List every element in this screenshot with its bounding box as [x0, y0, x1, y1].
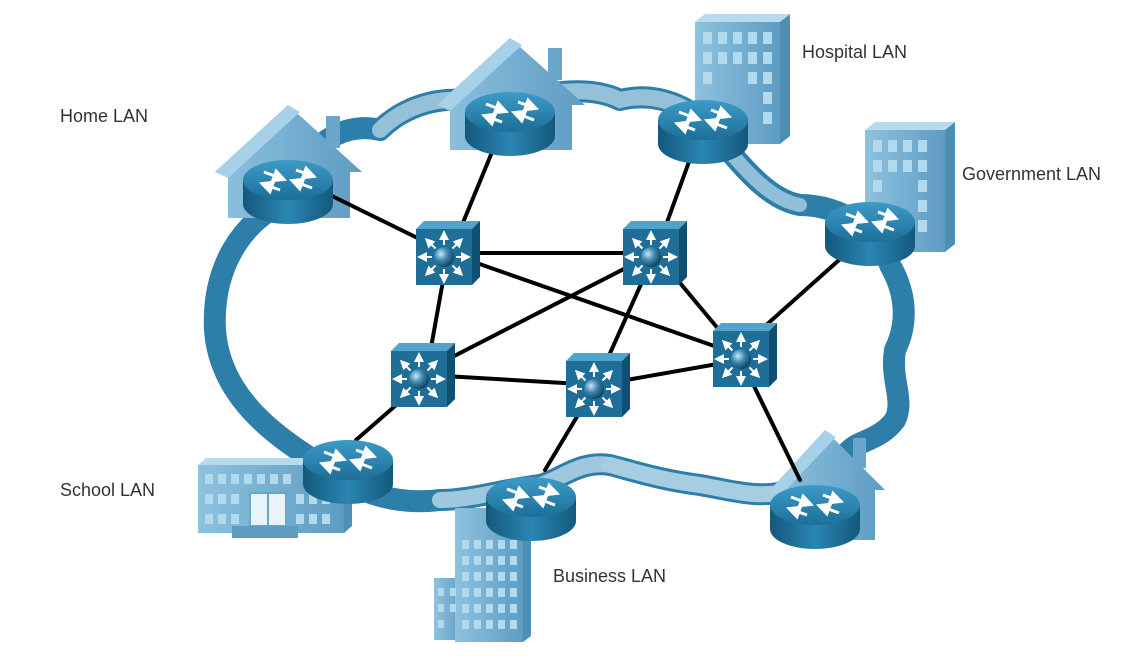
hospital-lan-label: Hospital LAN: [802, 42, 908, 62]
router-icon: [303, 440, 393, 504]
link: [425, 251, 657, 372]
multilayer-switch-icon: [391, 343, 455, 407]
routers: [243, 92, 915, 549]
link: [748, 376, 802, 482]
multilayer-switch-icon: [566, 353, 630, 417]
government-lan-label: Government LAN: [962, 164, 1102, 184]
multilayer-switch-icon: [713, 323, 777, 387]
link: [753, 250, 850, 337]
school-lan-label: School LAN: [60, 480, 156, 500]
router-icon: [243, 160, 333, 224]
router-icon: [658, 100, 748, 164]
multilayer-switch-icon: [416, 221, 480, 285]
business-lan-label: Business LAN: [553, 566, 667, 586]
router-icon: [770, 485, 860, 549]
multilayer-switch-icon: [623, 221, 687, 285]
router-icon: [486, 477, 576, 541]
link: [460, 138, 499, 227]
switches: [391, 221, 777, 417]
link: [446, 251, 742, 357]
router-icon: [465, 92, 555, 156]
home-lan-label: Home LAN: [60, 106, 149, 126]
router-icon: [825, 202, 915, 266]
